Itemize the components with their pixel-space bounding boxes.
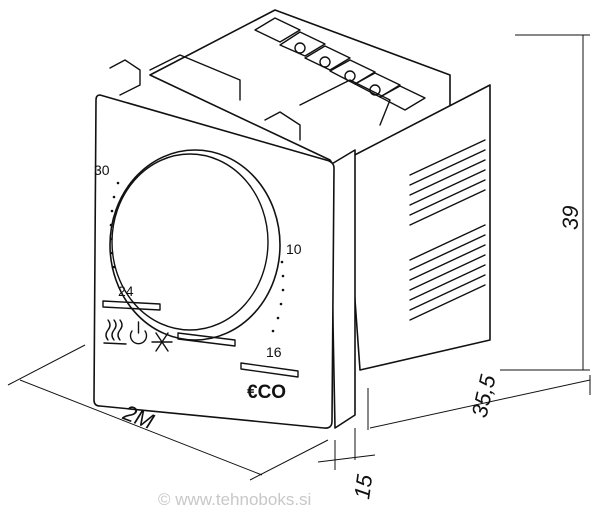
scale-label-30: 30 <box>94 162 110 178</box>
scale-label-16: 16 <box>266 344 282 360</box>
scale-label-10: 10 <box>286 241 302 257</box>
heating-icon <box>103 319 127 345</box>
dimension-lines <box>7 34 591 481</box>
rotary-knob[interactable] <box>109 149 281 341</box>
indicator-bars <box>102 300 299 378</box>
eco-label: €CO <box>247 382 286 403</box>
watermark: © www.tehnoboks.si <box>158 490 311 509</box>
snowflake-icon <box>151 332 173 352</box>
dimension-height: 39 <box>558 206 583 230</box>
terminal-block <box>109 9 491 371</box>
power-icon <box>129 321 148 345</box>
dimension-depth: 35,5 <box>467 372 501 420</box>
scale-ticks <box>109 181 285 333</box>
scale-label-24: 24 <box>118 283 134 299</box>
dimension-frame: 15 <box>349 472 377 500</box>
